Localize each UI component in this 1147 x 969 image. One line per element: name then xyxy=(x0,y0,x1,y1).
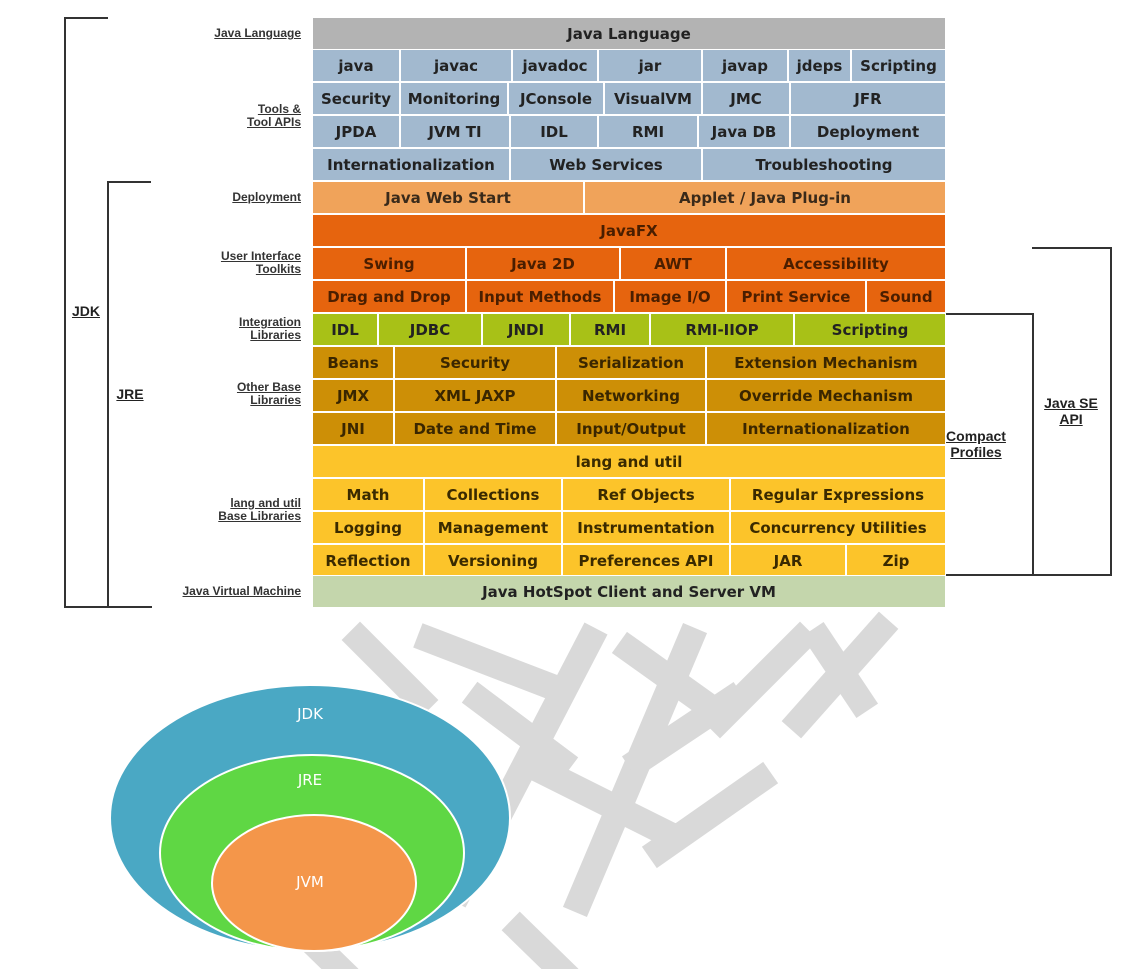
jvm-circle xyxy=(211,814,417,952)
cell-other_base-12-0: JNI xyxy=(312,412,394,445)
cell-tools-3-2: IDL xyxy=(510,115,598,148)
compact-profiles-label: Compact Profiles xyxy=(946,428,1006,460)
cell-ui-7-2: AWT xyxy=(620,247,726,280)
cell-tools-3-5: Deployment xyxy=(790,115,946,148)
cell-ui-7-0: Swing xyxy=(312,247,466,280)
cell-ui-8-1: Input Methods xyxy=(466,280,614,313)
compact-profiles-bracket-line xyxy=(1032,313,1034,576)
java-se-api-bracket-bottom xyxy=(1032,574,1112,576)
cell-ui-8-0: Drag and Drop xyxy=(312,280,466,313)
row-label-other-base: Other Base Libraries xyxy=(236,380,301,407)
circles-svg xyxy=(109,684,511,952)
cell-other_base-11-0: JMX xyxy=(312,379,394,412)
jdk-bracket-line xyxy=(64,17,66,608)
cell-tools-1-4: javap xyxy=(702,49,788,82)
cell-tools-1-3: jar xyxy=(598,49,702,82)
row-label-jvm: Java Virtual Machine xyxy=(182,584,302,598)
cell-lang_util-16-3: JAR xyxy=(730,544,846,577)
cell-tools-2-1: Monitoring xyxy=(400,82,508,115)
cell-other_base-10-1: Security xyxy=(394,346,556,379)
cell-other_base-12-2: Input/Output xyxy=(556,412,706,445)
cell-ui-7-1: Java 2D xyxy=(466,247,620,280)
java-se-api-label: Java SE API xyxy=(1036,395,1106,427)
cell-other_base-10-2: Serialization xyxy=(556,346,706,379)
jre-circle-label: JRE xyxy=(297,771,323,789)
cell-integration-9-1: JDBC xyxy=(378,313,482,346)
cell-tools-2-4: JMC xyxy=(702,82,790,115)
cell-other_base-12-3: Internationalization xyxy=(706,412,946,445)
jdk-bracket-label: JDK xyxy=(68,303,104,319)
cell-ui-7-3: Accessibility xyxy=(726,247,946,280)
cell-integration-9-4: RMI-IIOP xyxy=(650,313,794,346)
row-label-tools: Tools & Tool APIs xyxy=(247,102,301,129)
java-se-api-bracket-line xyxy=(1110,247,1112,576)
cell-tools-2-3: VisualVM xyxy=(604,82,702,115)
cell-tools-2-0: Security xyxy=(312,82,400,115)
cell-tools-1-1: javac xyxy=(400,49,512,82)
cell-integration-9-5: Scripting xyxy=(794,313,946,346)
cell-lang-0-0: Java Language xyxy=(312,17,946,50)
cell-tools-3-0: JPDA xyxy=(312,115,400,148)
compact-profiles-bracket-top xyxy=(946,313,1034,315)
cell-lang_util-14-0: Math xyxy=(312,478,424,511)
cell-tools-1-0: java xyxy=(312,49,400,82)
jre-bracket-line xyxy=(107,181,109,608)
cell-tools-3-4: Java DB xyxy=(698,115,790,148)
cell-tools-1-5: jdeps xyxy=(788,49,851,82)
cell-other_base-11-3: Override Mechanism xyxy=(706,379,946,412)
cell-tools-3-3: RMI xyxy=(598,115,698,148)
cell-lang_util-14-1: Collections xyxy=(424,478,562,511)
compact-profiles-bracket-bottom xyxy=(946,574,1034,576)
cell-other_base-12-1: Date and Time xyxy=(394,412,556,445)
cell-lang_util-15-3: Concurrency Utilities xyxy=(730,511,946,544)
cell-lang_util-15-2: Instrumentation xyxy=(562,511,730,544)
cell-other_base-11-2: Networking xyxy=(556,379,706,412)
cell-ui-6-0: JavaFX xyxy=(312,214,946,247)
cell-ui-8-3: Print Service xyxy=(726,280,866,313)
cell-lang_util-16-4: Zip xyxy=(846,544,946,577)
row-label-java-language: Java Language xyxy=(214,26,301,40)
cell-ui-8-4: Sound xyxy=(866,280,946,313)
java-se-api-bracket-top xyxy=(1032,247,1112,249)
cell-deployment-5-0: Java Web Start xyxy=(312,181,584,214)
row-label-lang-util: lang and util Base Libraries xyxy=(218,496,301,523)
cell-tools-2-2: JConsole xyxy=(508,82,604,115)
cell-tools-1-6: Scripting xyxy=(851,49,946,82)
cell-lang_util-15-1: Management xyxy=(424,511,562,544)
cell-lang_util-15-0: Logging xyxy=(312,511,424,544)
cell-deployment-5-1: Applet / Java Plug-in xyxy=(584,181,946,214)
cell-ui-8-2: Image I/O xyxy=(614,280,726,313)
cell-tools-3-1: JVM TI xyxy=(400,115,510,148)
row-label-integration: Integration Libraries xyxy=(239,315,301,342)
cell-integration-9-3: RMI xyxy=(570,313,650,346)
cell-tools-4-1: Web Services xyxy=(510,148,702,181)
jre-bracket-label: JRE xyxy=(116,386,144,402)
jdk-jre-jvm-circles: JDK JRE JVM xyxy=(108,683,512,953)
cell-lang_util-14-2: Ref Objects xyxy=(562,478,730,511)
cell-lang_util-16-1: Versioning xyxy=(424,544,562,577)
cell-lang_util-13-0: lang and util xyxy=(312,445,946,478)
cell-other_base-11-1: XML JAXP xyxy=(394,379,556,412)
jvm-circle-label: JVM xyxy=(296,873,324,891)
cell-lang_util-16-0: Reflection xyxy=(312,544,424,577)
cell-other_base-10-3: Extension Mechanism xyxy=(706,346,946,379)
cell-integration-9-2: JNDI xyxy=(482,313,570,346)
cell-lang_util-16-2: Preferences API xyxy=(562,544,730,577)
jdk-circle-label: JDK xyxy=(297,705,323,723)
cell-integration-9-0: IDL xyxy=(312,313,378,346)
row-label-ui-toolkits: User Interface Toolkits xyxy=(220,249,301,276)
jre-bracket-top xyxy=(107,181,151,183)
cell-tools-4-2: Troubleshooting xyxy=(702,148,946,181)
cell-tools-4-0: Internationalization xyxy=(312,148,510,181)
cell-tools-1-2: javadoc xyxy=(512,49,598,82)
cell-jvm-17-0: Java HotSpot Client and Server VM xyxy=(312,575,946,608)
cell-lang_util-14-3: Regular Expressions xyxy=(730,478,946,511)
cell-other_base-10-0: Beans xyxy=(312,346,394,379)
jdk-bracket-top xyxy=(64,17,108,19)
row-label-deployment: Deployment xyxy=(232,190,301,204)
cell-tools-2-5: JFR xyxy=(790,82,946,115)
